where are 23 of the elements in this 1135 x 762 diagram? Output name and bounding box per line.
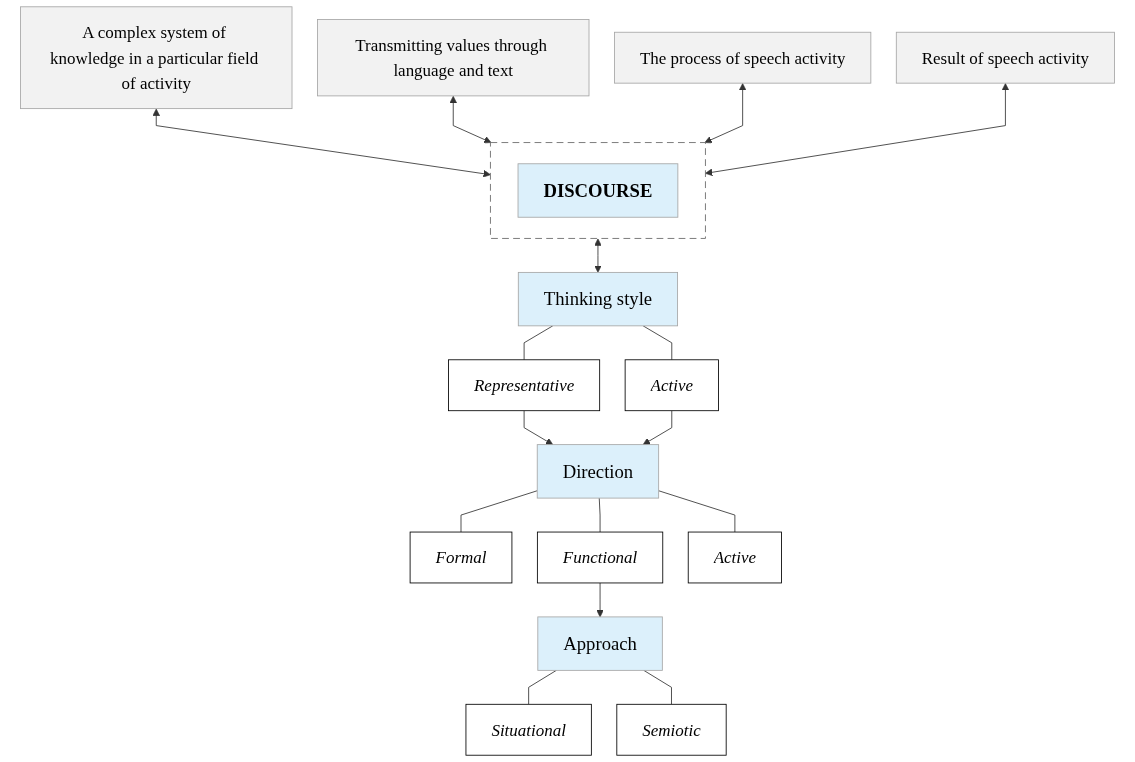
cluster <box>490 142 706 239</box>
node-box: A complex system of knowledge in a particular field of activity <box>20 6 293 110</box>
node-box: Transmitting values through language and text <box>317 19 590 97</box>
connector <box>642 325 673 361</box>
node-box: Result of speech activity <box>895 31 1115 84</box>
node-box: Formal <box>409 531 513 584</box>
node-box: Situational <box>465 703 592 756</box>
connector <box>643 669 672 705</box>
node-box: Approach <box>537 616 663 671</box>
node-box: The process of speech activity <box>614 31 872 84</box>
connector <box>523 325 554 361</box>
node-box: Semiotic <box>616 703 727 756</box>
connector <box>528 669 557 705</box>
node-box: DISCOURSE <box>517 163 679 218</box>
node-box: Representative <box>448 359 601 412</box>
node-box: Functional <box>536 531 664 584</box>
node-box: Active <box>624 359 719 412</box>
connector <box>460 490 538 533</box>
node-box: Direction <box>536 444 660 499</box>
connector <box>598 497 601 533</box>
node-box: Thinking style <box>517 271 678 327</box>
node-box: Active <box>687 531 782 584</box>
connector <box>658 490 736 533</box>
